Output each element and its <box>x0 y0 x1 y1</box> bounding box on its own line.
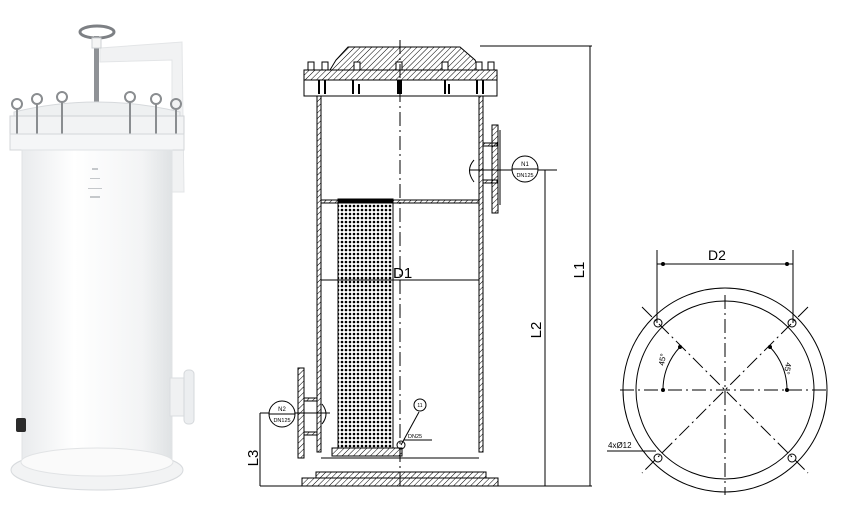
product-photo <box>0 0 230 518</box>
dimension-arrows <box>661 262 789 392</box>
label-markings <box>88 168 102 198</box>
outlet-nozzle <box>169 369 195 425</box>
technical-drawing: L1 L2 L3 D1 N1 DN125 N2 DN125 11 DN25 <box>230 0 845 518</box>
handwheel-icon <box>78 24 116 106</box>
dim-D1-label: D1 <box>393 265 412 282</box>
angle-left-label: 45° <box>657 353 668 366</box>
svg-text:DN25: DN25 <box>408 434 422 440</box>
bolt-holes-label: 4xØ12 <box>608 441 632 450</box>
svg-text:N2: N2 <box>278 407 286 413</box>
bolt-holes <box>653 318 797 463</box>
drain-valve-icon <box>16 418 26 432</box>
dim-L2-label: L2 <box>528 322 545 339</box>
housing-body <box>21 149 173 461</box>
nozzle-11-tag: 11 DN25 <box>408 398 427 440</box>
lid-section <box>329 46 481 71</box>
dim-L1-label: L1 <box>571 262 588 279</box>
svg-text:11: 11 <box>417 403 422 409</box>
filter-housing-illustration <box>9 24 195 491</box>
base-plan-view <box>607 250 830 495</box>
svg-text:DN125: DN125 <box>273 418 290 424</box>
nozzle-N1-tag: N1 DN125 <box>511 155 539 183</box>
section-view <box>260 40 557 490</box>
dim-L3-label: L3 <box>245 450 262 467</box>
dim-D2-label: D2 <box>708 247 726 263</box>
nozzle-N2-tag: N2 DN125 <box>268 400 296 428</box>
dimension-lines <box>259 45 592 487</box>
svg-text:N1: N1 <box>521 162 529 168</box>
angle-right-label: 45° <box>782 362 793 375</box>
filter-bag <box>337 201 394 449</box>
svg-text:DN125: DN125 <box>516 173 533 179</box>
lid-bolts <box>307 61 495 71</box>
